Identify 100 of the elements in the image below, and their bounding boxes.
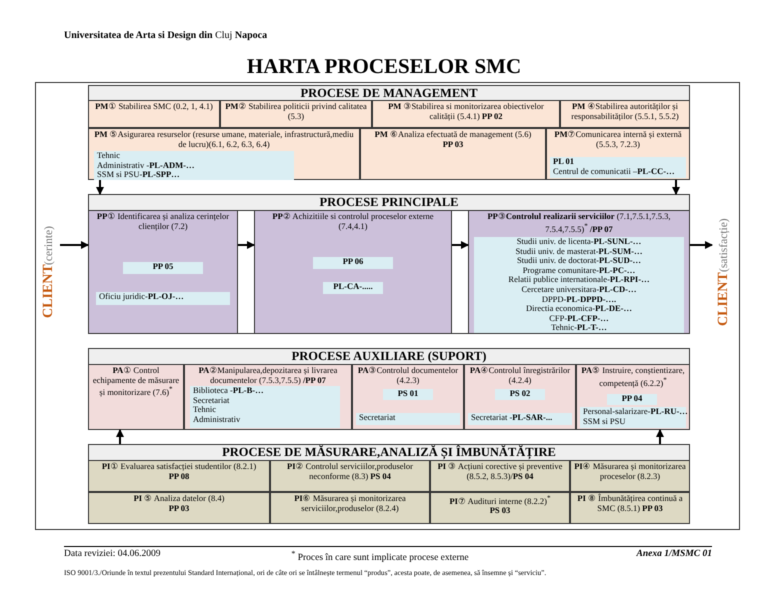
note-text: Studii univ. de licenta-PL-SUNL-…: [516, 237, 642, 247]
revision-date: Data reviziei: 04.06.2009: [64, 549, 162, 559]
highlighted-note: [495, 389, 545, 400]
process-title: PI① Evaluarea satisfacției studentilor (8.2.1): [100, 462, 258, 472]
process-title: PM⑦Comunicarea internă și externă (5.5.3, 7.2.3): [553, 130, 683, 150]
note-text: PS 01: [396, 389, 420, 399]
process-title: PM① Stabilirea SMC (0.2, 1, 4.1): [94, 102, 214, 112]
process-title: PM ④Stabilirea autorităților și responsabilităților (5.5.1, 5.5.2): [570, 102, 680, 122]
section-panel: [88, 194, 690, 334]
process-cell: [352, 364, 464, 430]
client-label: CLIENT: [41, 264, 57, 318]
section-panel: [88, 444, 690, 524]
process-cell: [88, 100, 220, 128]
process-title: PI ③ Acțiuni corective și preventive (8.5.2, 8.5.3)/PS 04: [436, 462, 564, 482]
process-cell: [254, 210, 452, 334]
note-text: Centrul de comunicatii –PL-CC-…: [553, 166, 676, 176]
note-text: DPPD-PL-DPPD-….: [540, 294, 618, 304]
note-text: Secretariat -PL-SAR-...: [471, 413, 554, 423]
note-text: CFP-PL-CFP-…: [548, 314, 610, 324]
note-text: Relatii publice internationale-PL-RPI-…: [507, 275, 651, 285]
process-title: PI ⑧ Îmbunătățirea continuă a SMC (8.5.1) PP 03: [576, 494, 684, 514]
process-title: PI② Controlul serviciilor,produselor neconforme (8.3) PS 04: [286, 462, 414, 482]
process-cell: [88, 210, 238, 334]
process-title: PI④ Măsurarea și monitorizarea proceselor (8.2.3): [573, 462, 687, 482]
page-title: HARTA PROCESELOR SMC: [246, 54, 522, 78]
note-text: Tehnic: [193, 405, 218, 415]
client-note: (satisfacție): [718, 218, 730, 272]
note-text: SSM si PSU-PL-SPP…: [97, 170, 181, 180]
note-text: Administrativ: [193, 414, 242, 424]
process-cell: [468, 210, 690, 334]
process-title: PP 03: [168, 504, 190, 514]
process-title: PI⑥ Măsurarea și monitorizarea serviciilor,produselor (8.2.4): [293, 494, 407, 514]
highlighted-note: [96, 292, 230, 305]
process-cell: [560, 100, 690, 128]
arrow: [656, 429, 664, 444]
note-text: Studii univ. de masterat-PL-SUM-…: [514, 246, 644, 256]
process-cell: [360, 128, 546, 180]
process-cell: [576, 364, 690, 430]
process-title: PA① Control echipamente de măsurare și monitorizare (7.6)$^{*}$: [92, 366, 180, 398]
process-title: PP① Identificarea și analiza cerințelor clienților (7.2): [96, 212, 230, 232]
process-cell: [88, 460, 270, 492]
note-text: SSM si PSU: [583, 416, 627, 426]
process-title: PS 03: [488, 506, 512, 516]
note-text: PL-CA-.....: [332, 282, 374, 292]
note-text: Secretariat: [359, 413, 396, 423]
process-title: PM ⑤Asigurarea resurselor (resurse umane, materiale, infrastructură,mediu de lucru)(6.1, 6.2, 6.3, 6.4): [93, 130, 355, 150]
note-text: PL 01: [553, 157, 576, 167]
highlighted-note: [468, 413, 572, 425]
highlighted-note: [474, 237, 684, 333]
process-title: PA②Manipularea,depozitarea și livrarea documentelor (7.5.3,7.5.5) /PP 07: [198, 366, 338, 386]
arrow: [96, 180, 104, 195]
arrow: [238, 241, 255, 249]
process-cell: [570, 460, 690, 492]
section-header: PROCESE PRINCIPALE: [89, 195, 689, 211]
process-title: PP② Achizitiile si controlul proceselor externe (7.4,4.1): [271, 212, 435, 232]
section-panel: [88, 348, 690, 430]
process-title: PI⑦ Audituri interne (8.2.2)$^{*}$: [448, 494, 552, 506]
arrow: [116, 429, 124, 444]
arrow: [690, 241, 713, 249]
note-text: PP 04: [620, 394, 644, 404]
process-title: PA③Controlul documentelor (4.2.3): [356, 366, 460, 386]
arrow: [672, 180, 680, 195]
section-header: PROCESE AUXILIARE (SUPORT): [89, 349, 689, 365]
highlighted-note: [550, 157, 686, 178]
process-title: PI ⑤ Analiza datelor (8.4): [132, 494, 226, 504]
note-text: Secretariat: [193, 396, 230, 406]
note-text: PP 06: [342, 257, 364, 267]
highlighted-note: [190, 386, 340, 428]
note-text: Programe comunitare-PL-PC-…: [522, 266, 636, 276]
process-title: PA④Controlul înregistrărilor (4.2.4): [468, 366, 572, 386]
process-cell: [570, 492, 690, 524]
client-label: CLIENT: [716, 272, 732, 326]
process-cell: [88, 492, 270, 524]
process-title: PM② Stabilirea politicii privind calitatea (5.3): [224, 102, 368, 122]
university-name: Universitatea de Arta si Design din Cluj Napoca: [64, 30, 268, 41]
note-text: PP 05: [152, 262, 174, 272]
process-cell: [546, 128, 690, 180]
process-cell: [88, 128, 360, 180]
note-text: Directia economica-PL-DE-…: [525, 304, 633, 314]
highlighted-note: [123, 262, 203, 274]
process-cell: [430, 492, 570, 524]
note-text: Biblioteca -PL-B-…: [193, 386, 265, 396]
highlighted-note: [383, 389, 433, 400]
process-title: PA⑤ Instruire, conștientizare, competență (6.2.2)$^{*}$: [580, 366, 686, 388]
highlighted-note: [94, 151, 294, 180]
note-text: PS 02: [508, 389, 532, 399]
highlighted-note: [323, 282, 383, 294]
process-cell: [372, 100, 560, 128]
client-note: (cerinte): [43, 226, 55, 265]
highlighted-note: [313, 257, 393, 269]
highlighted-note: [580, 407, 686, 428]
note-text: Tehnic-PL-T-…: [550, 323, 608, 333]
arrow: [60, 241, 89, 249]
note-text: Oficiu juridic-PL-OJ-…: [99, 292, 185, 302]
note-text: Administrativ -PL-ADM-…: [97, 160, 196, 170]
note-text: Cercetare universitara-PL-CD-…: [520, 284, 638, 295]
highlighted-note: [356, 413, 460, 425]
note-text: Tehnic: [97, 151, 122, 161]
note-text: Studii univ. de doctorat-PL-SUD-…: [516, 256, 642, 266]
process-cell: [270, 492, 430, 524]
